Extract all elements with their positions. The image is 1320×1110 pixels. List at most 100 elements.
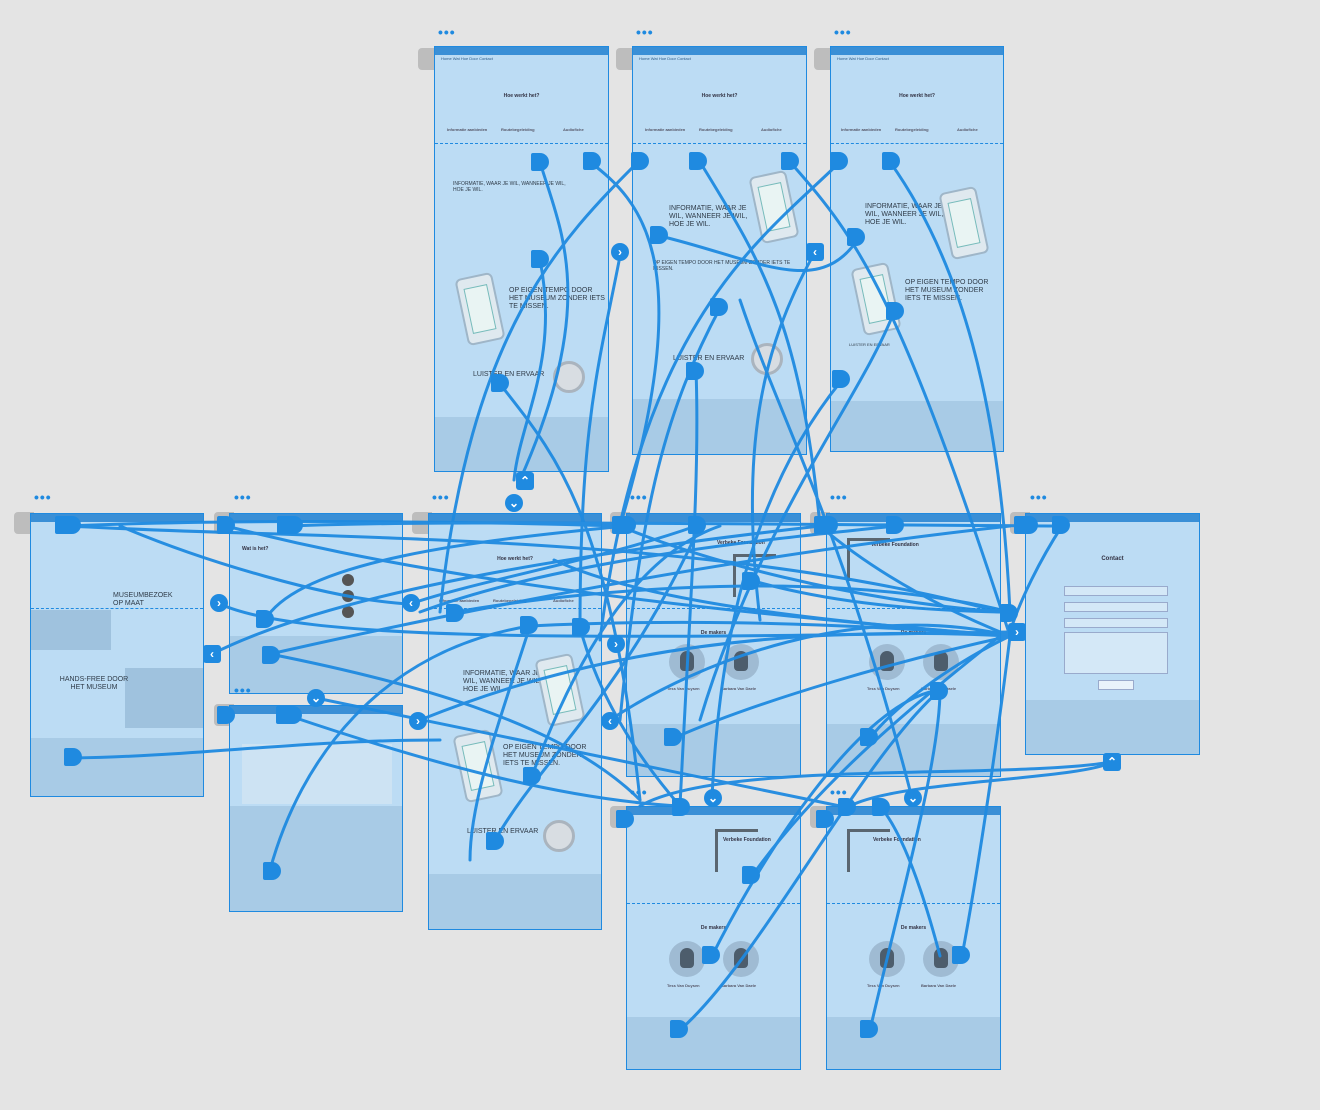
hotspot[interactable] xyxy=(572,618,590,636)
hotspot[interactable] xyxy=(882,152,900,170)
chevron-up-icon[interactable]: ⌃ xyxy=(516,472,534,490)
top-bar xyxy=(435,47,608,55)
hotspot[interactable] xyxy=(838,798,856,816)
artboard-menu-icon[interactable]: ••• xyxy=(830,489,848,505)
artboard-wat-is-het[interactable]: Wat is het? xyxy=(229,513,403,694)
hotspot[interactable] xyxy=(664,728,682,746)
artboard-menu-icon[interactable]: ••• xyxy=(432,489,450,505)
hotspot[interactable] xyxy=(860,728,878,746)
nav-links: Home Wat Hoe Door Contact xyxy=(639,56,691,61)
hotspot[interactable] xyxy=(689,152,707,170)
hotspot[interactable] xyxy=(616,810,634,828)
avatar xyxy=(669,941,705,977)
hotspot[interactable] xyxy=(217,706,235,724)
hotspot[interactable] xyxy=(631,152,649,170)
top-bar xyxy=(633,47,806,55)
hotspot[interactable] xyxy=(263,862,281,880)
hotspot[interactable] xyxy=(886,302,904,320)
chevron-left-icon[interactable]: ‹ xyxy=(203,645,221,663)
hotspot[interactable] xyxy=(830,152,848,170)
artboard-door-wie-1[interactable]: Verbeke Foundation De makers Tess Van Du… xyxy=(626,513,801,777)
hotspot[interactable] xyxy=(952,946,970,964)
artboard-menu-icon[interactable]: ••• xyxy=(630,784,648,800)
hotspot[interactable] xyxy=(217,516,235,534)
feature-label-route: Routebegeleiding xyxy=(501,127,535,132)
hotspot[interactable] xyxy=(612,516,636,534)
hotspot[interactable] xyxy=(491,374,509,392)
hotspot[interactable] xyxy=(710,298,728,316)
hotspot[interactable] xyxy=(531,153,549,171)
chevron-up-icon[interactable]: ⌃ xyxy=(1103,753,1121,771)
artboard-menu-icon[interactable]: ••• xyxy=(830,784,848,800)
chevron-right-icon[interactable]: › xyxy=(210,594,228,612)
message-field[interactable] xyxy=(1064,632,1168,674)
hotspot[interactable] xyxy=(702,946,720,964)
hotspot[interactable] xyxy=(816,810,834,828)
name-field[interactable] xyxy=(1064,586,1168,596)
artboard-door-wie-3[interactable]: Verbeke Foundation De makers Tess Van Du… xyxy=(626,806,801,1070)
artboard-door-wie-4[interactable]: Verbeke Foundation De makers Tess Van Du… xyxy=(826,806,1001,1070)
chevron-left-icon[interactable]: ‹ xyxy=(806,243,824,261)
hotspot[interactable] xyxy=(688,516,706,534)
hotspot[interactable] xyxy=(277,516,303,534)
email-field[interactable] xyxy=(1064,602,1168,612)
send-button[interactable] xyxy=(1098,680,1134,690)
hotspot[interactable] xyxy=(523,767,541,785)
hotspot[interactable] xyxy=(1014,516,1038,534)
chevron-left-icon[interactable]: ‹ xyxy=(402,594,420,612)
hotspot[interactable] xyxy=(860,1020,878,1038)
chevron-left-icon[interactable]: ‹ xyxy=(601,712,619,730)
artboard-hoe-werkt-het-mid[interactable]: Hoe werkt het? Informatie aanbieden Rout… xyxy=(428,513,602,930)
artboard-hoe-werkt-het-3[interactable]: Home Wat Hoe Door Contact Hoe werkt het?… xyxy=(830,46,1004,452)
artboard-menu-icon[interactable]: ••• xyxy=(834,24,852,40)
artboard-menu-icon[interactable]: ••• xyxy=(234,489,252,505)
hotspot[interactable] xyxy=(583,152,601,170)
artboard-menu-icon[interactable]: ••• xyxy=(630,489,648,505)
hotspot[interactable] xyxy=(742,572,760,590)
avatar xyxy=(723,644,759,680)
artboard-door-wie-2[interactable]: Verbeke Foundation De makers Tess Van Du… xyxy=(826,513,1001,777)
artboard-menu-icon[interactable]: ••• xyxy=(234,682,252,698)
artboard-menu-icon[interactable]: ••• xyxy=(636,24,654,40)
chevron-right-icon[interactable]: › xyxy=(409,712,427,730)
artboard-vergelijking[interactable] xyxy=(229,705,403,912)
phone-field[interactable] xyxy=(1064,618,1168,628)
chevron-right-icon[interactable]: › xyxy=(607,635,625,653)
hotspot[interactable] xyxy=(814,516,838,534)
hotspot[interactable] xyxy=(686,362,704,380)
hotspot[interactable] xyxy=(276,706,302,724)
hotspot[interactable] xyxy=(64,748,82,766)
chevron-down-icon[interactable]: ⌄ xyxy=(307,689,325,707)
chevron-down-icon[interactable]: ⌄ xyxy=(904,789,922,807)
chevron-down-icon[interactable]: ⌄ xyxy=(704,789,722,807)
hotspot[interactable] xyxy=(781,152,799,170)
artboard-hoe-werkt-het-1[interactable]: Home Wat Hoe Door Contact Hoe werkt het?… xyxy=(434,46,609,472)
artboard-menu-icon[interactable]: ••• xyxy=(438,24,456,40)
hotspot[interactable] xyxy=(256,610,274,628)
hotspot[interactable] xyxy=(486,832,504,850)
chevron-down-icon[interactable]: ⌄ xyxy=(505,494,523,512)
hotspot[interactable] xyxy=(742,866,760,884)
hotspot[interactable] xyxy=(446,604,464,622)
hotspot[interactable] xyxy=(520,616,538,634)
chevron-right-icon[interactable]: › xyxy=(1008,623,1026,641)
hotspot[interactable] xyxy=(847,228,865,246)
artboard-menu-icon[interactable]: ••• xyxy=(1030,489,1048,505)
artboard-menu-icon[interactable]: ••• xyxy=(34,489,52,505)
chevron-right-icon[interactable]: › xyxy=(611,243,629,261)
hotspot[interactable] xyxy=(1000,604,1018,622)
hotspot[interactable] xyxy=(531,250,549,268)
hotspot[interactable] xyxy=(672,798,690,816)
hotspot[interactable] xyxy=(886,516,904,534)
hotspot[interactable] xyxy=(930,682,948,700)
hotspot[interactable] xyxy=(832,370,850,388)
hotspot[interactable] xyxy=(55,516,81,534)
artboard-home[interactable]: MUSEUMBEZOEK OP MAAT HANDS-FREE DOOR HET… xyxy=(30,513,204,797)
hotspot[interactable] xyxy=(872,798,890,816)
artboard-contact[interactable]: Contact xyxy=(1025,513,1200,755)
hotspot[interactable] xyxy=(262,646,280,664)
hotspot[interactable] xyxy=(670,1020,688,1038)
hotspot[interactable] xyxy=(1052,516,1070,534)
artboard-hoe-werkt-het-2[interactable]: Home Wat Hoe Door Contact Hoe werkt het?… xyxy=(632,46,807,455)
hotspot[interactable] xyxy=(650,226,668,244)
